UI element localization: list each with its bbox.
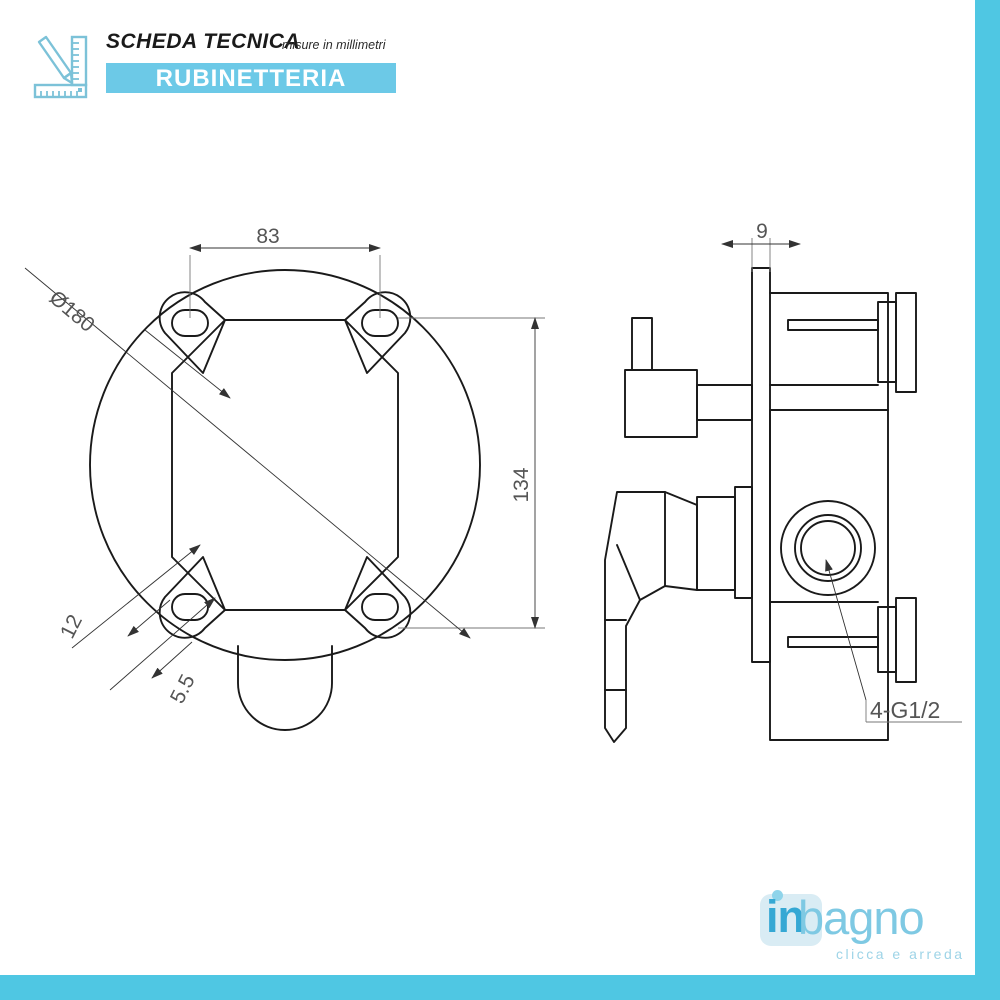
port-outer-ring	[780, 500, 876, 596]
dim-label-12: 12	[56, 611, 87, 642]
escutcheon-circle	[89, 269, 481, 661]
lug-bottom-right	[344, 556, 412, 639]
dim-label-5-5: 5.5	[166, 671, 200, 707]
front-view-geometry	[89, 269, 481, 731]
lower-outlet-end	[895, 597, 917, 683]
dim-55-line	[109, 597, 216, 691]
cartridge-collar	[734, 486, 753, 599]
slot-top-right	[361, 309, 399, 337]
dim-180-line	[24, 267, 471, 639]
pencil-and-ruler-icon	[28, 32, 94, 100]
brand-wordmark: bagno	[798, 891, 925, 944]
brand-in-text: in	[766, 891, 805, 942]
edge-band-bottom	[0, 975, 1000, 1000]
dim-12-line	[71, 544, 201, 649]
dimension-labels: 83 134 Ø180 12 5.5 9 4-G1/2	[45, 220, 941, 723]
callout-leader	[825, 559, 867, 701]
page-title: SCHEDA TECNICA	[106, 30, 301, 53]
page-subtitle: misure in millimetri	[282, 38, 386, 52]
upper-outlet-end	[895, 292, 917, 393]
callout-label-thread: 4-G1/2	[870, 697, 940, 723]
brand-logo[interactable]: in bagno clicca e arreda	[760, 890, 975, 970]
header: SCHEDA TECNICA misure in millimetri RUBI…	[28, 28, 448, 108]
lug-bottom-left	[158, 556, 226, 639]
dim-55-arrow	[151, 641, 193, 679]
lower-outlet-flange	[877, 606, 897, 673]
port-mid-ring	[794, 514, 862, 582]
brand-in-badge	[760, 894, 822, 946]
brand-tagline: clicca e arreda	[836, 946, 965, 962]
body-plate	[171, 319, 399, 611]
dim-label-134: 134	[510, 467, 533, 502]
dim-180-leader	[144, 329, 231, 399]
upper-outlet-flange	[877, 301, 897, 383]
handle-body-raised	[624, 369, 698, 438]
category-label: RUBINETTERIA	[155, 65, 347, 92]
port-thread-ring	[800, 520, 856, 576]
upper-outlet-tube	[787, 319, 879, 331]
dim-label-9: 9	[756, 220, 768, 243]
valve-body-upper	[769, 292, 889, 411]
dim-label-180: Ø180	[45, 286, 99, 337]
dim-label-83: 83	[256, 225, 279, 248]
slot-bottom-right	[361, 593, 399, 621]
brand-dot-icon	[772, 890, 783, 901]
lower-outlet-tube	[787, 636, 879, 648]
lug-top-right	[344, 291, 412, 374]
edge-band-right	[975, 0, 1000, 1000]
handle-spindle-raised	[696, 384, 753, 421]
handle-stem-raised	[631, 317, 653, 371]
dim-12-arrow	[127, 599, 171, 637]
category-band: RUBINETTERIA	[106, 63, 396, 93]
dimension-lines	[24, 238, 962, 723]
cartridge-body	[696, 496, 736, 591]
slot-top-left	[171, 309, 209, 337]
bottom-cap	[237, 645, 333, 731]
lug-top-left	[158, 291, 226, 374]
side-view-geometry	[604, 267, 917, 743]
valve-body	[769, 409, 889, 741]
lever-handle-crease	[616, 544, 641, 601]
lever-handle	[604, 491, 698, 743]
slot-bottom-left	[171, 593, 209, 621]
wall-plate	[751, 267, 771, 663]
